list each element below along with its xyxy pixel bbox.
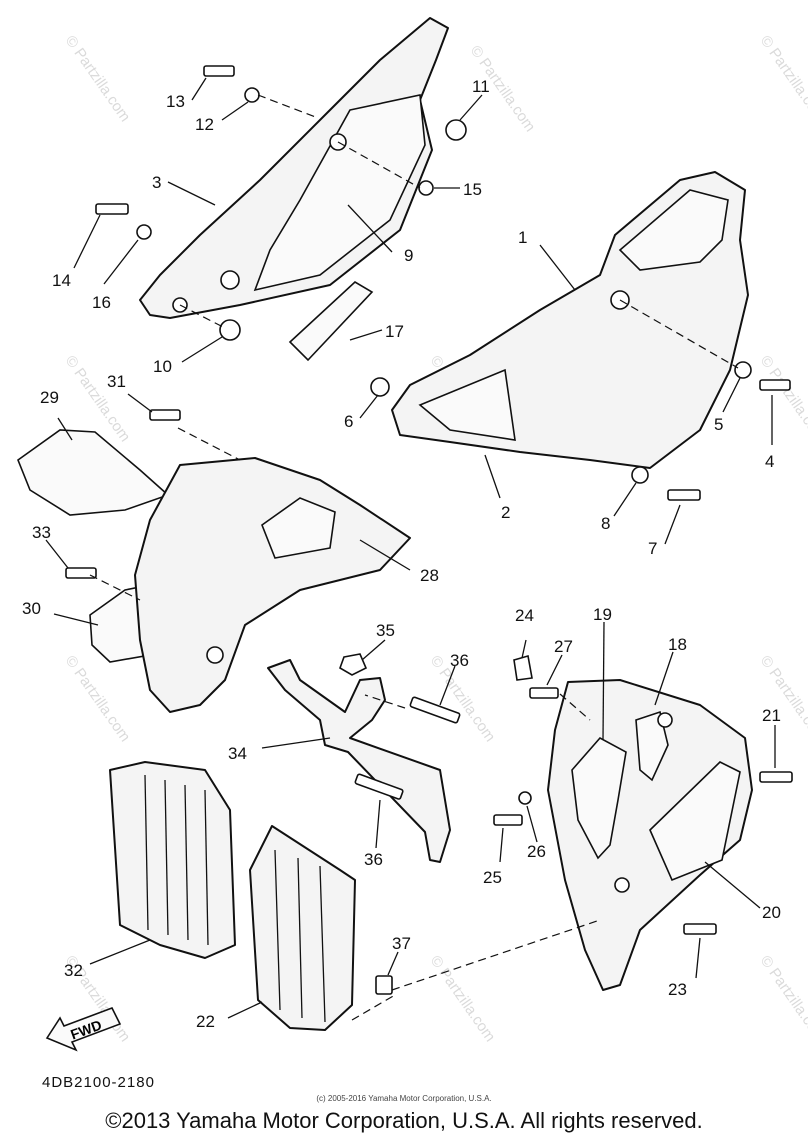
callout-9: 9 [404,246,413,265]
callout-labels: 1 2 3 4 5 6 7 8 9 10 11 12 13 14 15 16 1… [22,77,781,1031]
grommet-6 [370,377,390,397]
bolt-21 [759,771,793,783]
leader-lines [45,77,776,1019]
callout-5: 5 [714,415,723,434]
callout-15: 15 [463,180,482,199]
callout-35: 35 [376,621,395,640]
bolt-36-upper [409,696,461,724]
callout-29: 29 [40,388,59,407]
callout-8: 8 [601,514,610,533]
collar-16 [136,224,152,240]
graphic-decal-29 [17,429,170,516]
watermark: © Partzilla.com [757,653,808,746]
diagram-code: 4DB2100-2180 [42,1074,155,1091]
callout-36-lower: 36 [364,850,383,869]
bolt-4 [759,379,791,391]
washer-26 [518,791,532,805]
bolt-14 [95,203,129,215]
bolt-27 [529,687,559,699]
collar-5 [734,361,752,379]
callout-32: 32 [64,961,83,980]
watermark: © Partzilla.com [757,33,808,126]
tank-cover [134,457,411,713]
callout-23: 23 [668,980,687,999]
callout-28: 28 [420,566,439,585]
clip-24 [513,654,533,681]
callout-10: 10 [153,357,172,376]
collar-15 [418,180,434,196]
callout-26: 26 [527,842,546,861]
bolt-25 [493,814,523,826]
callout-21: 21 [762,706,781,725]
small-copyright: (c) 2005-2016 Yamaha Motor Corporation, … [316,1094,492,1103]
callout-34: 34 [228,744,247,763]
radiator-louver-left [109,761,236,959]
callout-24: 24 [515,606,534,625]
collar-8 [631,466,649,484]
bolt-13 [203,65,235,77]
callout-13: 13 [166,92,185,111]
callout-27: 27 [554,637,573,656]
copyright-footer: ©2013 Yamaha Motor Corporation, U.S.A. A… [105,1108,703,1133]
cover-bracket [267,659,451,863]
shroud-decal-20 [649,761,741,882]
callout-37: 37 [392,934,411,953]
callout-36-upper: 36 [450,651,469,670]
side-cover-decal [288,281,374,362]
radiator-louver-right [249,825,356,1031]
callout-31: 31 [107,372,126,391]
callout-30: 30 [22,599,41,618]
watermark: © Partzilla.com [62,33,134,126]
callout-6: 6 [344,412,353,431]
watermark: © Partzilla.com [757,953,808,1046]
collar-35 [339,653,368,676]
callout-2: 2 [501,503,510,522]
bolt-7 [667,489,701,501]
nut-37 [375,975,393,995]
callout-19: 19 [593,605,612,624]
callout-22: 22 [196,1012,215,1031]
callout-18: 18 [668,635,687,654]
bolt-23 [683,923,717,935]
shroud-graphic-19 [571,736,627,860]
fasteners [65,65,793,995]
callout-4: 4 [765,452,774,471]
callout-33: 33 [32,523,51,542]
callout-3: 3 [152,173,161,192]
callout-12: 12 [195,115,214,134]
bolt-33 [65,567,97,579]
bolt-31 [149,409,181,421]
right-side-cover [391,171,749,469]
callout-11: 11 [472,77,490,96]
bolt-36-lower [354,773,404,800]
grommet-10 [219,319,241,341]
callout-7: 7 [648,539,657,558]
watermark: © Partzilla.com [757,353,808,446]
alignment-lines [89,94,739,1021]
callout-17: 17 [385,322,404,341]
callout-14: 14 [52,271,71,290]
callout-20: 20 [762,903,781,922]
grommet-11 [445,119,467,141]
watermark: © Partzilla.com [427,953,499,1046]
callout-1: 1 [518,228,527,247]
radiator-shroud [547,679,753,991]
left-side-cover [139,17,449,319]
callout-25: 25 [483,868,502,887]
watermark: © Partzilla.com [62,653,134,746]
washer-12 [244,87,260,103]
callout-16: 16 [92,293,111,312]
fwd-label: FWD [68,1017,103,1043]
